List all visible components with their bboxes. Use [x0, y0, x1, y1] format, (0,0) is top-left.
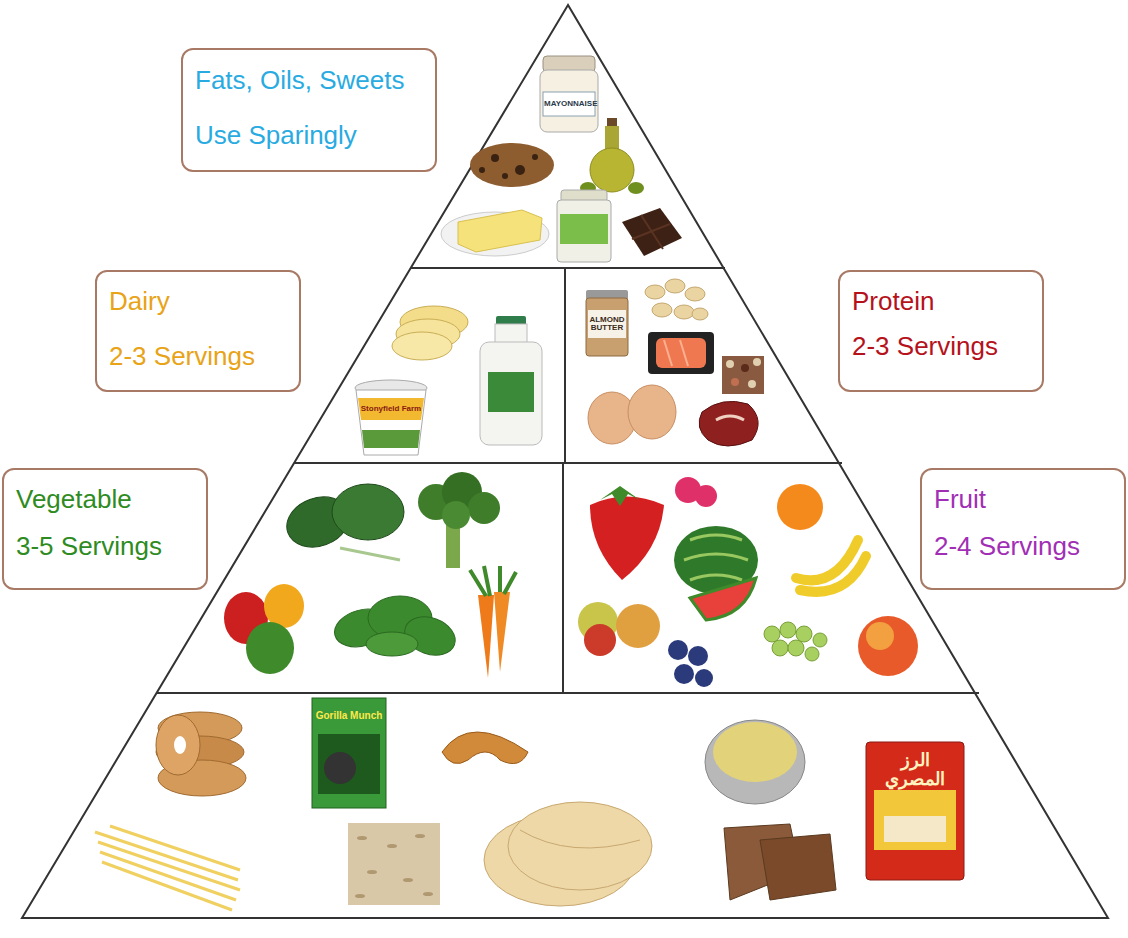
bread-slices — [724, 824, 836, 900]
serving-count: 2-3 Servings — [852, 331, 998, 362]
rice-grains — [348, 823, 440, 905]
pyramid-outline — [22, 5, 1108, 918]
meat — [699, 401, 758, 446]
bananas — [796, 540, 866, 592]
product-label: ALMOND BUTTER — [588, 316, 626, 333]
serving-count: 2-4 Servings — [934, 531, 1080, 562]
category-box: Dairy 2-3 Servings — [95, 270, 301, 392]
broccoli — [418, 472, 500, 568]
category-box: Fruit 2-4 Servings — [920, 468, 1126, 590]
carrots — [470, 566, 516, 678]
strawberry — [590, 486, 664, 580]
serving-count: 3-5 Servings — [16, 531, 162, 562]
category-box: Vegetable 3-5 Servings — [2, 468, 208, 590]
croissant — [442, 732, 528, 764]
couscous-bowl — [705, 720, 805, 804]
grapes — [764, 622, 827, 661]
rice-bag — [866, 742, 964, 880]
collard-greens — [280, 484, 404, 560]
product-label: Gorilla Munch — [314, 711, 384, 722]
group-name: Fruit — [934, 484, 986, 515]
apples — [578, 602, 660, 656]
olive-oil-bottle — [580, 118, 644, 194]
serving-count: Use Sparingly — [195, 120, 357, 151]
category-box: Protein 2-3 Servings — [838, 270, 1044, 392]
cheese — [392, 306, 468, 360]
cookie — [470, 143, 554, 187]
product-label: الرز المصري — [869, 751, 961, 789]
mayonnaise-jar — [540, 56, 598, 132]
raspberries — [675, 477, 717, 507]
product-label: Stonyfield Farm — [359, 405, 423, 413]
group-name: Protein — [852, 286, 934, 317]
spread-container — [557, 190, 611, 262]
beans — [722, 356, 764, 394]
bagels — [156, 712, 246, 796]
orange — [777, 484, 823, 530]
cashews — [645, 279, 708, 320]
group-name: Dairy — [109, 286, 170, 317]
chocolate — [622, 208, 682, 256]
salmon — [648, 332, 714, 374]
cereal-box — [312, 698, 386, 808]
group-name: Vegetable — [16, 484, 132, 515]
group-name: Fats, Oils, Sweets — [195, 65, 405, 96]
spinach — [330, 596, 460, 662]
peppers — [224, 584, 304, 674]
peach — [858, 616, 918, 676]
blueberries — [668, 640, 713, 687]
category-box: Fats, Oils, SweetsUse Sparingly — [181, 48, 437, 172]
product-label: MAYONNAISE — [544, 100, 594, 108]
yogurt-cup — [355, 380, 427, 455]
watermelon — [674, 526, 758, 620]
butter — [441, 210, 549, 256]
milk-bottle — [480, 316, 542, 445]
pasta — [95, 826, 240, 910]
tortillas — [484, 802, 652, 906]
serving-count: 2-3 Servings — [109, 341, 255, 372]
almond-butter-jar — [586, 290, 628, 356]
eggs — [588, 385, 676, 444]
